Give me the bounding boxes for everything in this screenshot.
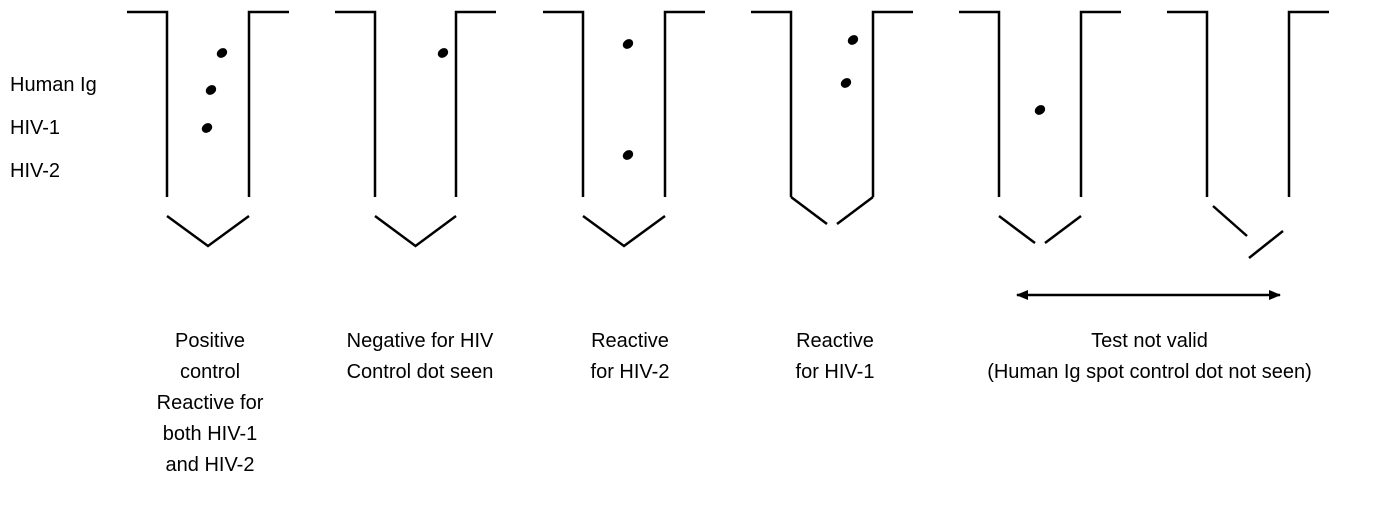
- dot-human-ig: [437, 48, 449, 58]
- row-label-human-ig: Human Ig: [10, 74, 97, 96]
- caption-line: and HIV-2: [165, 454, 255, 476]
- row-label-hiv-1: HIV-1: [10, 117, 61, 139]
- dot-hiv-2: [201, 123, 213, 133]
- caption-line: Reactive: [591, 330, 669, 352]
- strip-tip: [166, 214, 250, 248]
- strip-left-edge: [335, 10, 377, 197]
- strip-tip-left: [998, 215, 1036, 244]
- dot-hiv-1: [840, 78, 852, 88]
- strip-left-edge: [543, 10, 585, 197]
- strip-reactive-hiv1: [751, 10, 913, 225]
- dot-human-ig: [847, 35, 859, 45]
- strip-left-edge: [127, 10, 169, 197]
- caption-line: Test not valid: [1091, 330, 1208, 352]
- caption-line: Control dot seen: [346, 361, 494, 383]
- caption-line: Reactive: [796, 330, 874, 352]
- strip-left-edge: [1167, 10, 1209, 197]
- dot-hiv-2: [622, 150, 634, 160]
- caption-reactive-hiv1: Reactive for HIV-1: [750, 326, 920, 388]
- row-label-hiv-2: HIV-2: [10, 160, 61, 182]
- strip-right-edge: [247, 10, 289, 197]
- strip-reactive-hiv2: [543, 10, 705, 248]
- strip-right-edge: [454, 10, 496, 197]
- strip-right-edge: [871, 10, 913, 197]
- strip-tip-right: [836, 196, 874, 225]
- caption-reactive-hiv2: Reactive for HIV-2: [545, 326, 715, 388]
- strip-tip-left: [790, 196, 828, 225]
- caption-line: for HIV-1: [795, 361, 875, 383]
- caption-test-not-valid: Test not valid (Human Ig spot control do…: [922, 326, 1377, 388]
- caption-line: (Human Ig spot control dot not seen): [987, 361, 1312, 383]
- caption-negative: Negative for HIV Control dot seen: [310, 326, 530, 388]
- dot-hiv-1: [205, 85, 217, 95]
- caption-line: Negative for HIV: [346, 330, 494, 352]
- caption-line: Positive: [174, 330, 246, 352]
- caption-line: control: [179, 361, 241, 383]
- strip-tip-right: [1044, 215, 1082, 244]
- strip-left-edge: [959, 10, 1001, 197]
- strip-tip: [374, 214, 457, 248]
- strip-invalid-a: [959, 10, 1121, 244]
- strip-left-edge: [751, 10, 793, 197]
- strip-right-edge: [1079, 10, 1121, 197]
- strip-right-edge: [663, 10, 705, 197]
- caption-positive-control: Positive control Reactive for both HIV-1…: [120, 326, 300, 481]
- dot-human-ig: [622, 39, 634, 49]
- strip-right-edge: [1287, 10, 1329, 197]
- caption-line: for HIV-2: [590, 361, 670, 383]
- strip-tip-left: [1212, 205, 1248, 237]
- caption-line: Reactive for: [156, 392, 264, 414]
- strip-positive-control: [127, 10, 289, 248]
- caption-line: both HIV-1: [162, 423, 258, 445]
- dot-hiv-1: [1034, 105, 1046, 115]
- strip-negative: [335, 10, 496, 248]
- dot-human-ig: [216, 48, 228, 58]
- strip-tip-right: [1248, 230, 1284, 259]
- strips-group: [127, 10, 1329, 259]
- strip-tip: [582, 214, 666, 248]
- strip-invalid-b: [1167, 10, 1329, 259]
